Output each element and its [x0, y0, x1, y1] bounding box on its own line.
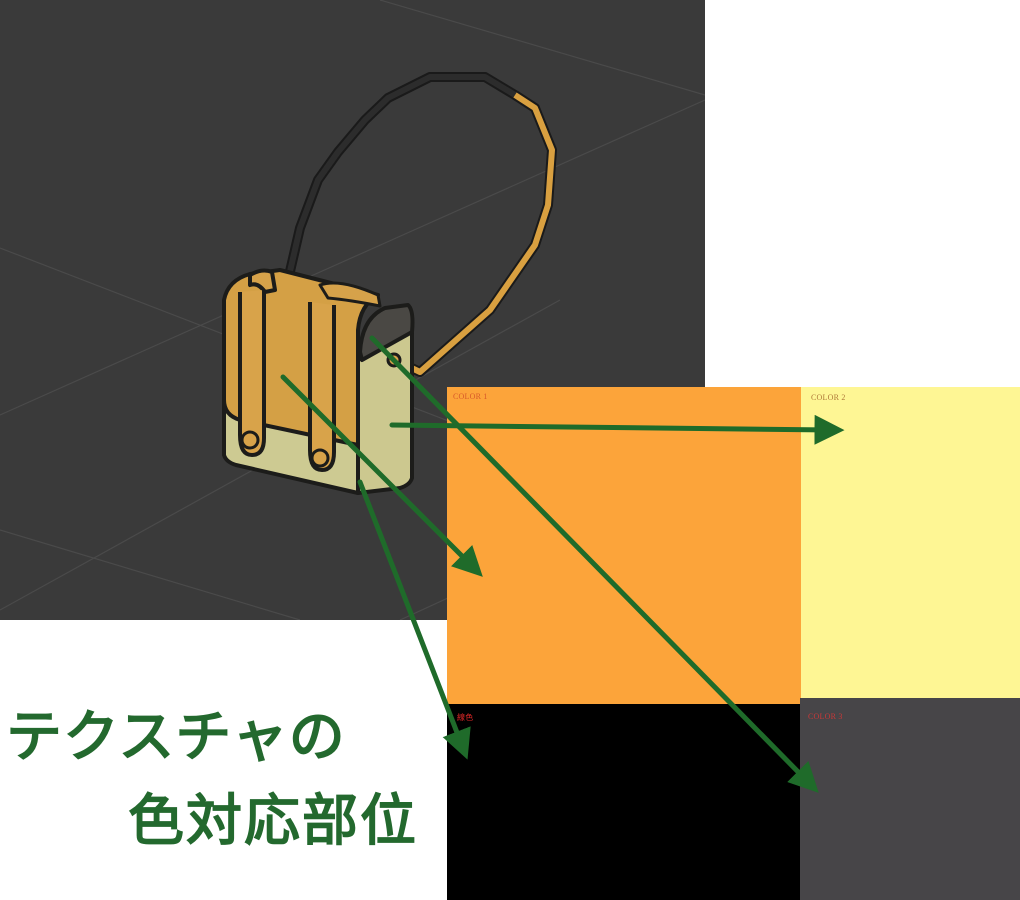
texture-line-color-swatch: 線色 — [447, 704, 800, 900]
texture-color1-swatch: COLOR 1 — [447, 387, 801, 704]
color3-label: COLOR 3 — [808, 712, 843, 721]
texture-color2-swatch: COLOR 2 — [801, 387, 1020, 698]
bag-body — [222, 268, 415, 495]
color1-label: COLOR 1 — [453, 392, 488, 401]
caption-line1: テクスチャの — [6, 705, 346, 770]
texture-color3-swatch: COLOR 3 — [800, 698, 1020, 900]
caption-line2: 色対応部位 — [128, 789, 418, 854]
color2-label: COLOR 2 — [811, 393, 846, 402]
line-color-label: 線色 — [457, 713, 474, 722]
